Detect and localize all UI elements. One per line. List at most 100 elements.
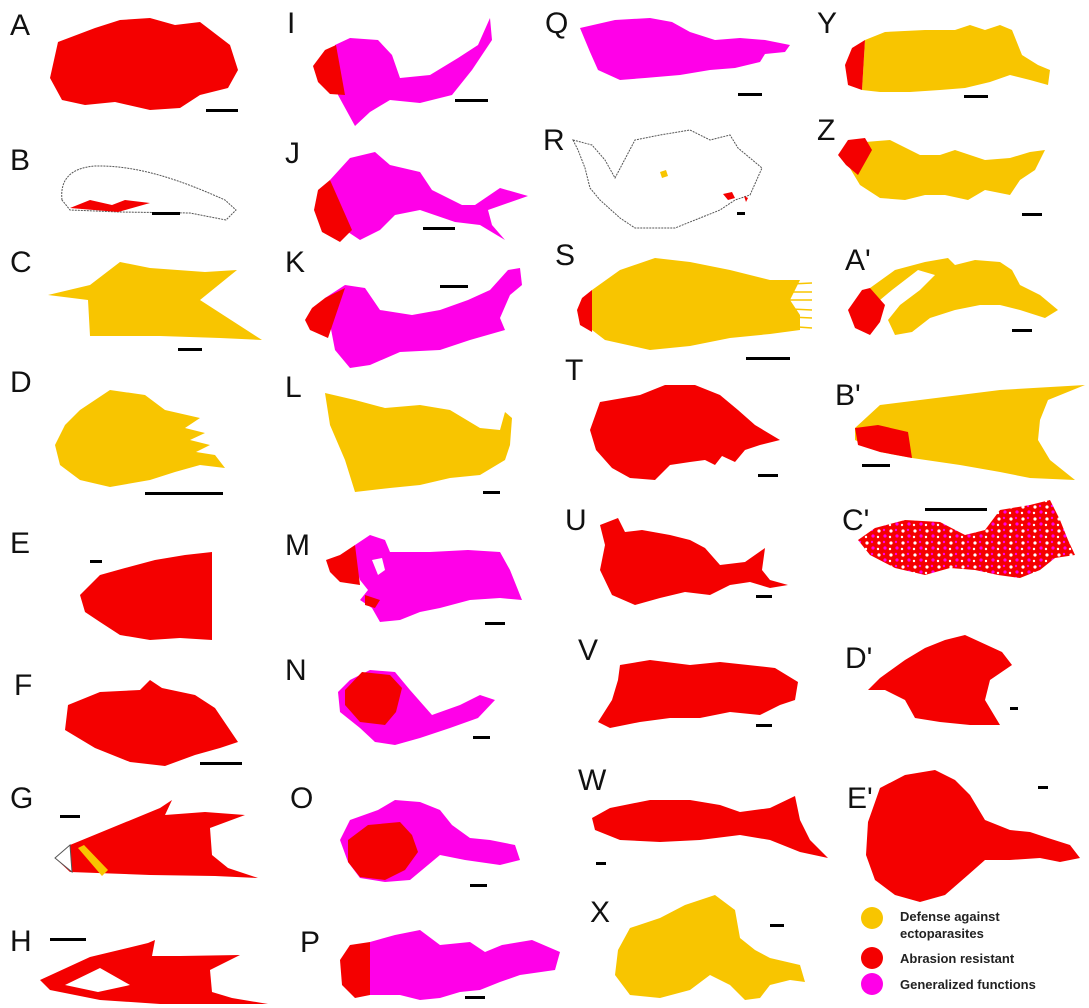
panel-label: U [565, 504, 587, 537]
scale-bar [50, 938, 86, 941]
generalized-region [370, 930, 560, 1000]
scale-bar [756, 724, 772, 727]
scale-outline [62, 166, 236, 220]
panel-label: K [285, 246, 305, 279]
panel-e-prime: E' [847, 770, 1080, 902]
scale-bar [1038, 786, 1048, 789]
scale-bar [738, 93, 762, 96]
panel-b-prime: B' [835, 379, 1085, 480]
panel-g: G [10, 782, 258, 878]
scale-bar [596, 862, 606, 865]
scale-shape [50, 18, 238, 110]
generalized-swatch [861, 973, 883, 995]
panel-j: J [285, 137, 528, 242]
panel-z: Z [817, 114, 1045, 216]
panel-label: F [14, 669, 32, 702]
legend-item-defense: Defense against ectoparasites [861, 907, 1000, 941]
defense-spot [660, 170, 668, 178]
scale-shape [65, 680, 238, 766]
panel-label: J [285, 137, 300, 170]
panel-s: S [555, 239, 812, 360]
panel-x: X [590, 895, 805, 1000]
scale-bar [60, 815, 80, 818]
panel-d: D [10, 366, 225, 495]
panel-label: G [10, 782, 33, 815]
panel-label: M [285, 529, 310, 562]
generalized-region [335, 18, 492, 126]
panel-label: P [300, 926, 320, 959]
panel-label: D' [845, 642, 872, 675]
panel-q: Q [545, 7, 790, 96]
panel-label: L [285, 371, 302, 404]
scale-bar [152, 212, 180, 215]
speckled-region [858, 500, 1075, 578]
panel-p: P [300, 926, 560, 1000]
scale-shape [55, 800, 258, 878]
panel-d-prime: D' [845, 635, 1018, 725]
legend-item-abrasion: Abrasion resistant [861, 947, 1015, 969]
scale-shape [615, 895, 805, 1000]
generalized-region [330, 152, 528, 240]
panel-r: R [543, 124, 762, 228]
panel-label: T [565, 354, 583, 387]
scale-bar [145, 492, 223, 495]
legend-label-line1: Defense against [900, 909, 1000, 924]
scale-bar [1022, 213, 1042, 216]
scale-shape [600, 518, 788, 605]
panel-k: K [285, 246, 522, 368]
scale-bar [964, 95, 988, 98]
scale-bar [455, 99, 488, 102]
panel-b: B [10, 144, 236, 220]
scale-shape [55, 390, 225, 487]
panel-m: M [285, 529, 522, 625]
scale-bar [440, 285, 468, 288]
panel-label: D [10, 366, 32, 399]
abrasion-region [845, 40, 865, 90]
scale-bar [1012, 329, 1032, 332]
scale-bar [485, 622, 505, 625]
scale-bar [178, 348, 202, 351]
panel-y: Y [817, 7, 1050, 98]
abrasion-region [577, 290, 592, 332]
panel-label: H [10, 925, 32, 958]
scale-bar [862, 464, 890, 467]
abrasion-region [340, 942, 370, 998]
defense-region [870, 258, 1058, 335]
scale-shape [868, 635, 1012, 725]
scale-shape [48, 262, 262, 340]
panel-label: R [543, 124, 565, 157]
scale-bar [206, 109, 238, 112]
panel-label: S [555, 239, 575, 272]
scale-bar [925, 508, 987, 511]
scale-shape [592, 796, 828, 858]
scale-shape [598, 660, 798, 728]
legend-item-generalized: Generalized functions [861, 973, 1036, 995]
scale-bar [200, 762, 242, 765]
scale-bar [756, 595, 772, 598]
panel-label: C [10, 246, 32, 279]
scale-bar [90, 560, 102, 563]
scale-outline [573, 130, 762, 228]
panel-c: C [10, 246, 262, 351]
defense-region [592, 258, 800, 350]
panel-label: B' [835, 379, 861, 412]
panel-i: I [287, 7, 492, 126]
scale-shape [580, 18, 790, 80]
scale-shape [80, 552, 212, 640]
scale-bar [1010, 707, 1018, 710]
panel-w: W [578, 764, 828, 865]
panel-f: F [14, 669, 242, 766]
scale-shape [40, 940, 268, 1004]
defense-region [848, 140, 1045, 200]
panel-c-prime: C' [842, 500, 1075, 578]
legend-label: Generalized functions [900, 977, 1036, 992]
scale-shape [325, 393, 512, 492]
abrasion-spot [723, 192, 748, 202]
panel-a-prime: A' [845, 244, 1058, 335]
generalized-region [325, 268, 522, 368]
panel-label: V [578, 634, 598, 667]
scale-shape [866, 770, 1080, 902]
panel-label: E' [847, 782, 873, 815]
scale-bar [746, 357, 790, 360]
panel-label: A [10, 9, 30, 42]
